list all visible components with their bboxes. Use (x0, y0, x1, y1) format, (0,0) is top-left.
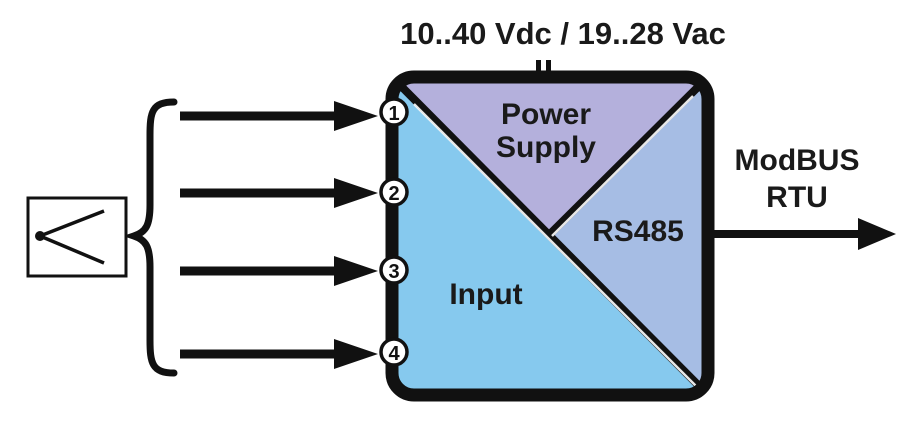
input-label: Input (449, 278, 522, 311)
output-label-line1: ModBUS (735, 144, 860, 177)
terminal-2: 2 (379, 177, 409, 207)
power-supply-block (392, 77, 708, 236)
terminal-3: 3 (379, 255, 409, 285)
input-arrow-4 (180, 339, 378, 369)
output-arrow (708, 218, 896, 250)
input-arrow-3 (180, 256, 378, 286)
supply-terminal-icon (536, 60, 551, 74)
terminal-1-number: 1 (388, 103, 399, 125)
terminal-3-number: 3 (388, 261, 399, 283)
input-brace (122, 98, 178, 377)
power-supply-label-line1: Power (501, 98, 591, 131)
thermocouple-icon (26, 196, 128, 278)
terminal-4-number: 4 (388, 343, 400, 365)
output-label-line2: RTU (766, 181, 828, 214)
module-box (385, 70, 715, 402)
terminal-1: 1 (379, 97, 409, 127)
input-arrow-2 (180, 178, 378, 208)
supply-voltage-label: 10..40 Vdc / 19..28 Vac (400, 16, 726, 51)
rs485-block (548, 77, 708, 395)
terminal-4: 4 (379, 337, 409, 367)
rs485-label: RS485 (592, 215, 684, 248)
terminal-2-number: 2 (388, 183, 399, 205)
divider-power (545, 77, 708, 239)
input-arrow-1 (180, 101, 378, 131)
power-supply-label-line2: Supply (496, 131, 596, 164)
